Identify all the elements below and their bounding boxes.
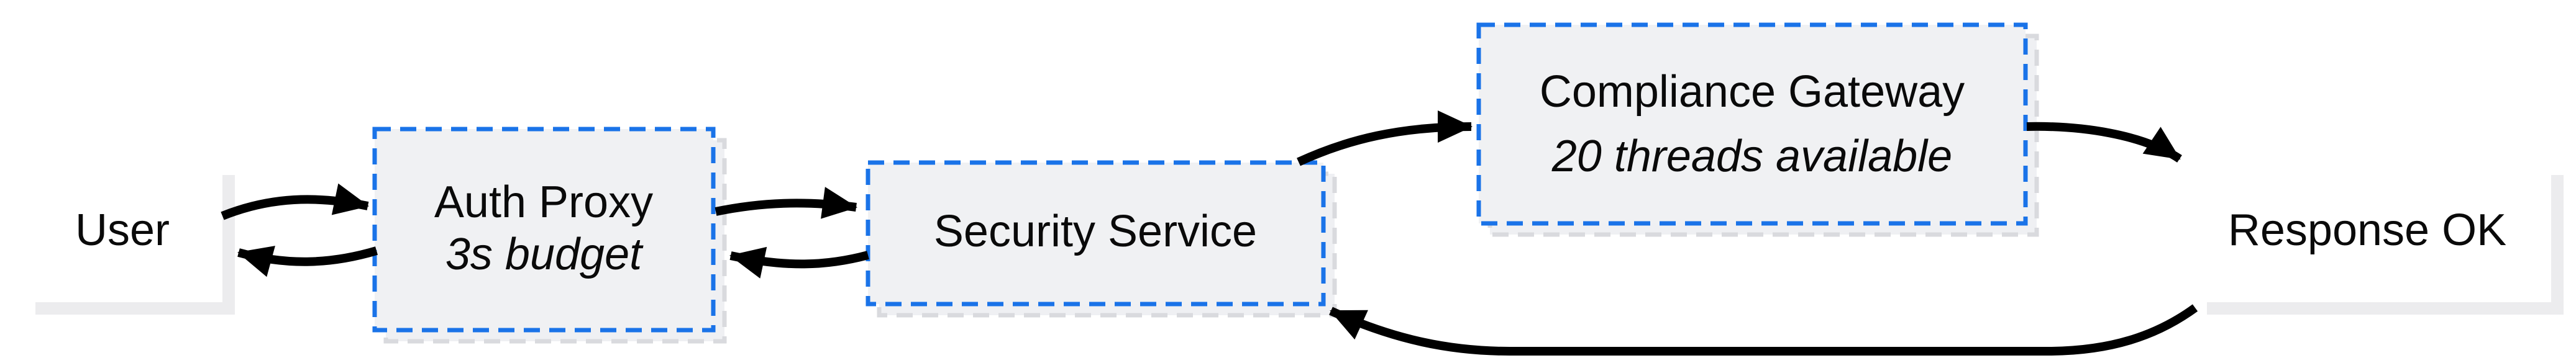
node-security-service[interactable]: Security Service — [866, 160, 1337, 318]
node-user-label: User — [75, 205, 170, 255]
node-security-service-label: Security Service — [934, 207, 1257, 256]
node-user-box — [23, 163, 222, 302]
edge-auth-proxy-to-user[interactable] — [237, 246, 378, 277]
node-compliance-gateway-box — [1476, 22, 2028, 226]
node-response-ok-label: Response OK — [2228, 205, 2506, 255]
edge-user-to-auth-proxy[interactable] — [221, 183, 369, 220]
edge-compliance-gateway-to-response-ok[interactable] — [2026, 122, 2182, 163]
node-response-ok-box — [2195, 163, 2551, 302]
edge-response-ok-to-security-service[interactable] — [1329, 304, 2198, 356]
node-user[interactable]: User — [23, 163, 235, 315]
node-auth-proxy[interactable]: Auth Proxy 3s budget — [372, 127, 727, 344]
edges — [221, 110, 2198, 356]
node-auth-proxy-box — [372, 127, 716, 333]
node-auth-proxy-sublabel: 3s budget — [445, 230, 644, 279]
edge-auth-proxy-to-security-service[interactable] — [715, 187, 857, 219]
node-response-ok[interactable]: Response OK — [2195, 163, 2564, 315]
node-compliance-gateway-sublabel: 20 threads available — [1551, 132, 1952, 181]
node-compliance-gateway[interactable]: Compliance Gateway 20 threads available — [1476, 22, 2039, 237]
edge-security-service-to-compliance-gateway[interactable] — [1297, 110, 1473, 166]
node-auth-proxy-label: Auth Proxy — [434, 177, 653, 227]
node-security-service-box — [866, 160, 1326, 307]
node-compliance-gateway-label: Compliance Gateway — [1540, 67, 1965, 117]
edge-security-service-to-auth-proxy[interactable] — [729, 246, 869, 279]
